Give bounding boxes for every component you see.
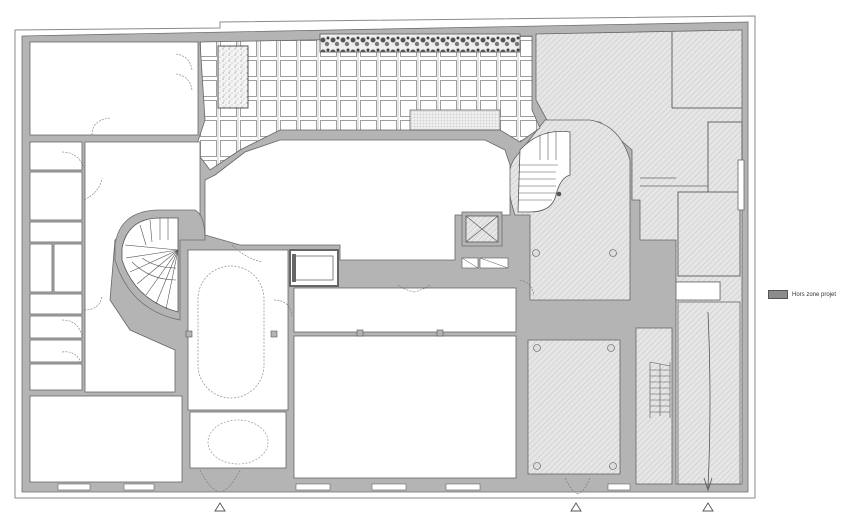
room-large: [293, 335, 517, 479]
columns: [185, 249, 617, 470]
wc-3: [29, 315, 83, 339]
entrance-marker-2: [570, 502, 582, 512]
ramp-arrow: [703, 311, 713, 492]
room-bottom-left: [29, 395, 183, 483]
room-oval: [187, 249, 289, 411]
legend: Hors zone projet: [768, 290, 836, 299]
entrance-marker-1: [214, 502, 226, 512]
vestibule-rug: [207, 419, 269, 465]
entrance-marker-3: [702, 502, 714, 512]
wc-4: [29, 339, 83, 363]
storage-2: [29, 243, 53, 293]
storage-3: [53, 243, 83, 293]
spiral-staircase-left: [114, 209, 206, 321]
room-top-left: [29, 41, 199, 136]
straight-staircase: [649, 361, 671, 418]
wc-2: [29, 171, 83, 221]
lift-shaft: [461, 211, 509, 269]
wc-1: [29, 141, 83, 171]
spiral-staircase-right: [517, 131, 571, 213]
facade-windows: [57, 483, 631, 491]
entrance-markers: [214, 502, 714, 512]
rooms: [29, 32, 745, 483]
doors: [61, 53, 591, 495]
room-central-hall: [204, 139, 511, 261]
oval-table: [197, 265, 265, 399]
legend-label: Hors zone projet: [792, 291, 837, 298]
gravel-bed: [217, 45, 249, 109]
wc-5: [29, 363, 83, 391]
storage-4: [29, 293, 83, 315]
grid-area: [409, 109, 501, 131]
room-anteroom: [293, 287, 517, 333]
storage-1: [29, 221, 83, 243]
room-vestibule: [189, 411, 287, 469]
lift-box: [289, 249, 339, 287]
planter: [319, 33, 521, 53]
legend-swatch: [768, 290, 788, 299]
